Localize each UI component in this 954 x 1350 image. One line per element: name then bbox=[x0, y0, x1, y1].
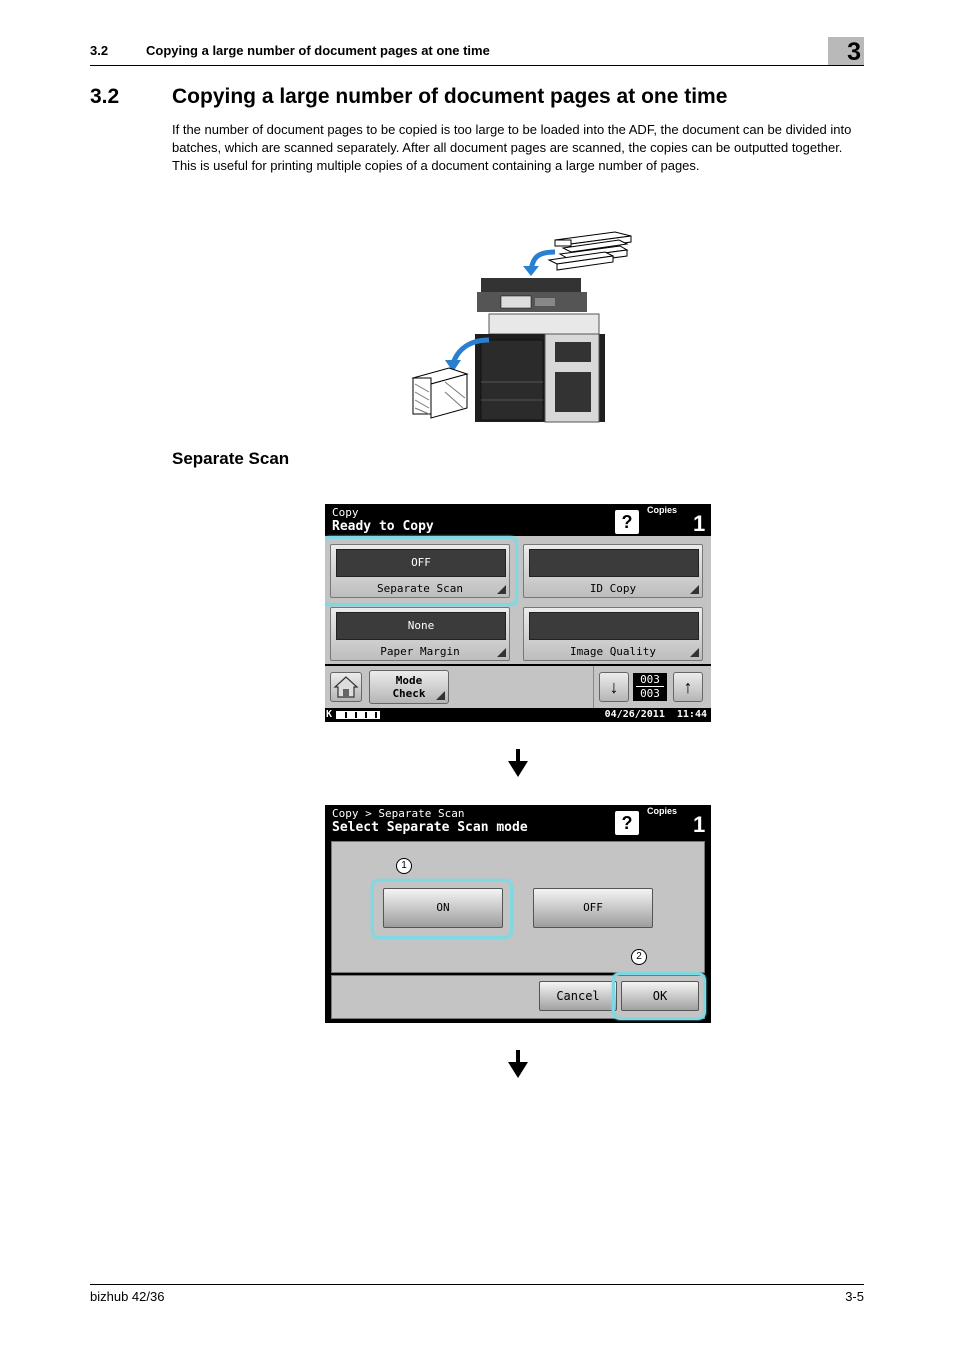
header-section-title: Copying a large number of document pages… bbox=[146, 43, 490, 58]
arrow-down-icon bbox=[508, 1050, 528, 1078]
id-copy-value bbox=[529, 549, 699, 577]
section-title: Copying a large number of document pages… bbox=[172, 85, 728, 108]
header-rule bbox=[90, 65, 864, 66]
copies-label: Copies bbox=[647, 806, 678, 816]
highlight-frame bbox=[371, 879, 513, 939]
highlight-frame bbox=[612, 972, 706, 1020]
screen-titlebar: Copy > Separate Scan Select Separate Sca… bbox=[325, 805, 711, 837]
chapter-tab: 3 bbox=[828, 37, 864, 66]
help-button[interactable]: ? bbox=[615, 510, 639, 534]
ok-button[interactable]: OK bbox=[621, 981, 699, 1011]
image-quality-value bbox=[529, 612, 699, 640]
section-number: 3.2 bbox=[90, 85, 120, 108]
corner-triangle-icon bbox=[497, 648, 506, 657]
arrow-up-icon: ↑ bbox=[683, 677, 693, 697]
corner-triangle-icon bbox=[497, 585, 506, 594]
paper-margin-button[interactable]: None Paper Margin bbox=[330, 607, 510, 661]
highlight-frame bbox=[325, 536, 518, 606]
paper-margin-label: Paper Margin bbox=[380, 645, 460, 658]
corner-triangle-icon bbox=[436, 691, 445, 700]
id-copy-button[interactable]: ID Copy bbox=[523, 544, 703, 598]
id-copy-label: ID Copy bbox=[589, 582, 637, 595]
page-counter: 003 003 bbox=[633, 673, 667, 701]
copies-value: 1 bbox=[693, 812, 706, 837]
status-bar: K 04/26/2011 11:44 bbox=[325, 708, 711, 722]
counter-divider bbox=[636, 686, 664, 687]
help-button[interactable]: ? bbox=[615, 811, 639, 835]
arrow-down-icon bbox=[508, 749, 528, 777]
page-counter-top: 003 bbox=[640, 673, 660, 686]
screen-titlebar: Copy Ready to Copy ? Copies 1 bbox=[325, 504, 711, 536]
screen-title: Select Separate Scan mode bbox=[332, 820, 528, 835]
callout-2: 2 bbox=[631, 949, 647, 965]
chapter-number: 3 bbox=[847, 38, 861, 66]
image-quality-button[interactable]: Image Quality bbox=[523, 607, 703, 661]
copies-label: Copies bbox=[647, 505, 678, 515]
off-button[interactable]: OFF bbox=[533, 888, 653, 928]
separate-scan-button[interactable]: OFF Separate Scan bbox=[330, 544, 510, 598]
subsection-title: Separate Scan bbox=[172, 449, 290, 468]
screen-breadcrumb: Copy bbox=[332, 506, 359, 519]
separate-scan-value: OFF bbox=[336, 549, 506, 577]
on-button[interactable]: ON bbox=[383, 888, 503, 928]
arrow-down-icon: ↓ bbox=[609, 677, 619, 697]
separate-scan-label: Separate Scan bbox=[376, 582, 464, 595]
datetime: 04/26/2011 11:44 bbox=[604, 709, 707, 720]
mode-check-line1: Mode bbox=[395, 674, 423, 687]
header-section-number: 3.2 bbox=[90, 43, 109, 58]
corner-triangle-icon bbox=[690, 585, 699, 594]
toner-level-icon bbox=[336, 711, 380, 719]
screen-title: Ready to Copy bbox=[332, 519, 434, 534]
home-icon bbox=[333, 676, 359, 698]
mode-check-button[interactable]: Mode Check bbox=[369, 670, 449, 704]
copies-value: 1 bbox=[693, 511, 706, 536]
footer-rule bbox=[90, 1284, 864, 1285]
separate-scan-screen: Copy > Separate Scan Select Separate Sca… bbox=[325, 805, 711, 1023]
image-quality-label: Image Quality bbox=[569, 645, 657, 658]
toner-label: K bbox=[326, 709, 333, 720]
intro-paragraph: If the number of document pages to be co… bbox=[172, 122, 852, 173]
callout-1: 1 bbox=[396, 858, 412, 874]
footer-page-number: 3-5 bbox=[845, 1289, 864, 1304]
mfp-illustration bbox=[411, 231, 632, 423]
paper-margin-value: None bbox=[336, 612, 506, 640]
cancel-button[interactable]: Cancel bbox=[539, 981, 617, 1011]
page-down-button[interactable]: ↓ bbox=[599, 672, 629, 702]
divider bbox=[593, 666, 594, 708]
footer-product: bizhub 42/36 bbox=[90, 1289, 165, 1304]
mode-check-line2: Check bbox=[392, 687, 426, 700]
page-up-button[interactable]: ↑ bbox=[673, 672, 703, 702]
corner-triangle-icon bbox=[690, 648, 699, 657]
bottom-bar: Mode Check ↓ 003 003 ↑ bbox=[325, 666, 711, 708]
page-counter-bottom: 003 bbox=[640, 687, 660, 700]
copy-screen-ready: Copy Ready to Copy ? Copies 1 OFF Separa… bbox=[325, 504, 711, 722]
home-button[interactable] bbox=[330, 672, 362, 702]
screen-breadcrumb: Copy > Separate Scan bbox=[332, 807, 465, 820]
